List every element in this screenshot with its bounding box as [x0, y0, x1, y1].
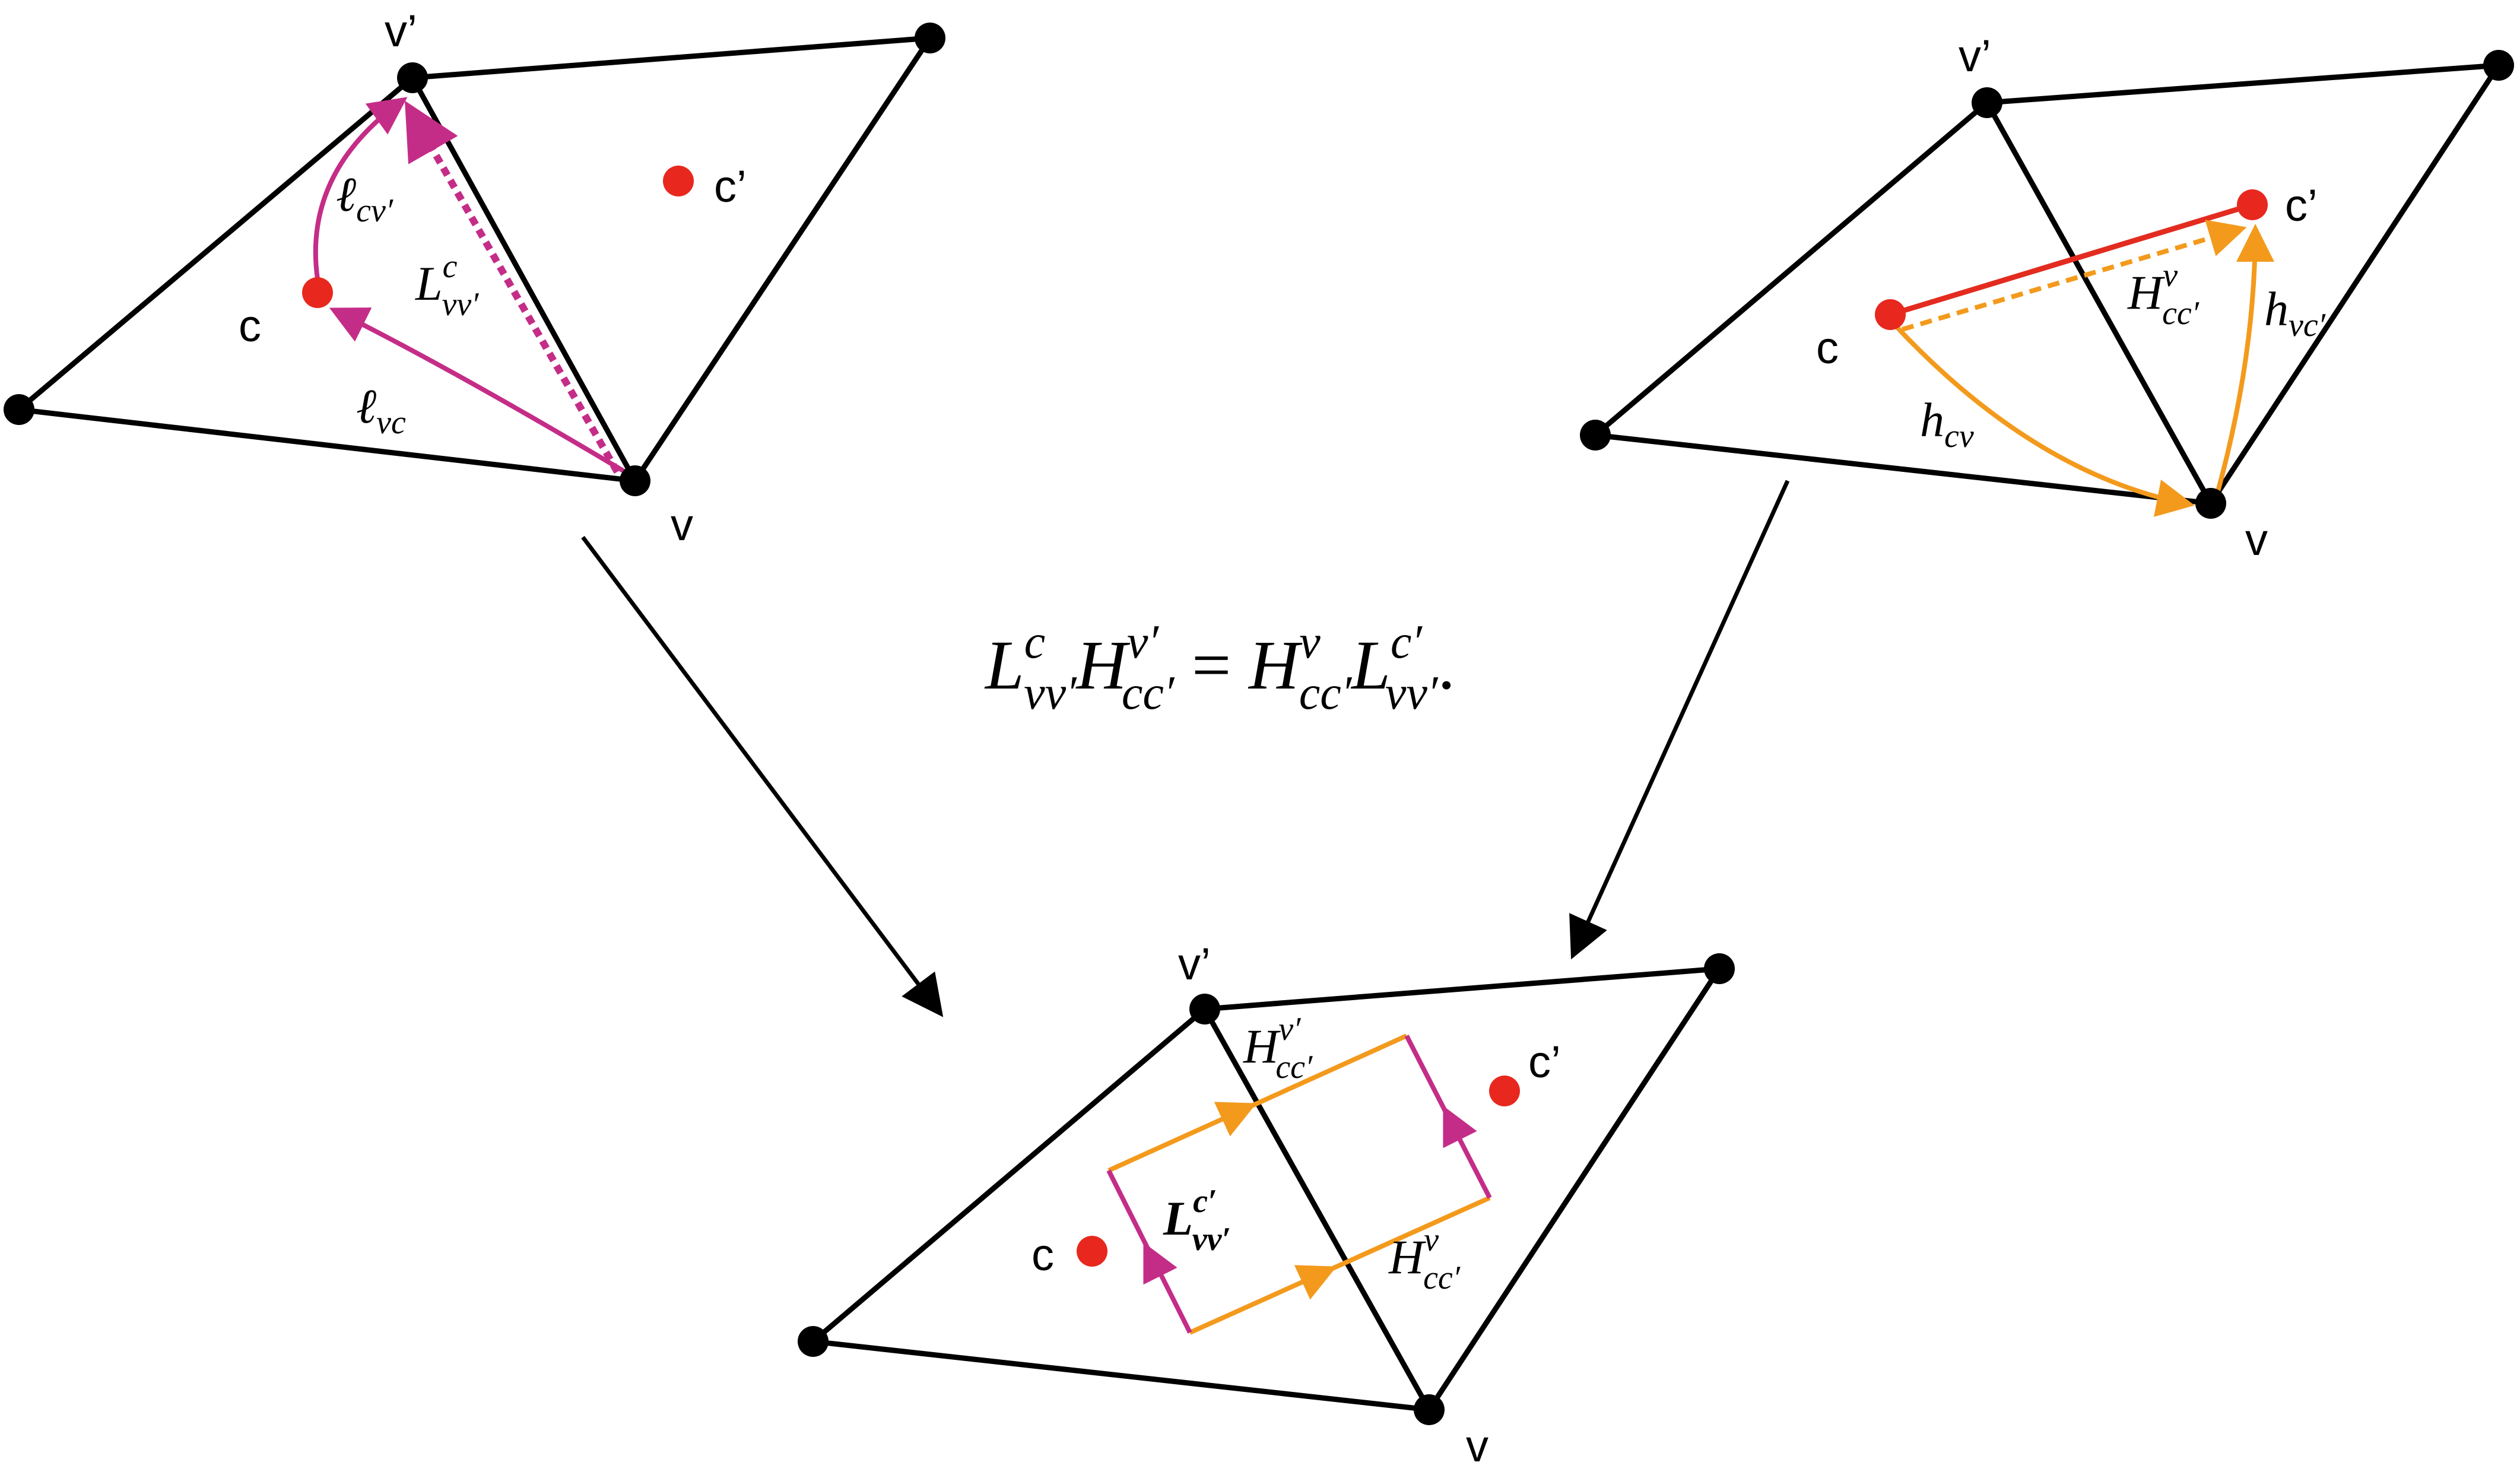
right-diagonal-edge [1985, 101, 2213, 505]
bottom-vertex-3 [1704, 953, 1735, 984]
right-label-vprime: v’ [1959, 31, 1991, 81]
bottom-bottom-arrowhead [1294, 1265, 1337, 1300]
arrow-left-to-bottom [581, 535, 944, 1017]
bottom-label-c: c [1032, 1230, 1054, 1280]
bottom-right-arrowhead [1443, 1105, 1477, 1149]
bottom-center-c [1077, 1236, 1107, 1267]
left-vertex-v [620, 465, 650, 496]
left-quad-outline [12, 34, 935, 484]
left-center-cprime [663, 166, 694, 196]
bottom-label-v: v [1466, 1421, 1488, 1471]
bottom-math-H-top: Hv′cc′ [1243, 1011, 1313, 1086]
right-vertex-v [2195, 488, 2226, 519]
bottom-vertex-1 [798, 1326, 829, 1357]
bottom-top-arrowhead [1214, 1102, 1257, 1137]
right-vertex-3 [2483, 50, 2514, 81]
left-vertex-3 [915, 23, 945, 53]
bottom-vertex-vprime [1189, 994, 1220, 1024]
left-ell-vc-arrow [329, 307, 637, 480]
bottom-label-cprime: c’ [1528, 1037, 1561, 1087]
right-math-h-cv: hcv [1920, 393, 1974, 455]
left-vertex-vprime [397, 62, 428, 93]
left-label-c: c [239, 301, 261, 351]
left-ell-cvp-arrow [313, 97, 408, 280]
right-math-h-vcp: hvc′ [2264, 282, 2326, 344]
right-center-cprime [2237, 189, 2268, 220]
right-h-cv-arrow [1894, 325, 2195, 517]
bottom-label-vprime: v’ [1178, 939, 1211, 989]
right-label-v: v [2245, 515, 2268, 565]
bottom-bottom-orange-edge [1189, 1195, 1491, 1335]
bottom-center-cprime [1489, 1076, 1520, 1106]
right-vertex-1 [1580, 420, 1611, 451]
bottom-left-arrowhead [1143, 1242, 1178, 1285]
left-math-ell-vc: ℓvc [356, 379, 406, 441]
left-label-cprime: c’ [714, 161, 747, 212]
right-H-dashed-arrow [1901, 220, 2247, 332]
right-vertex-vprime [1972, 87, 2002, 118]
right-quad-outline [1589, 62, 2504, 506]
right-red-line [1889, 202, 2254, 318]
left-label-vprime: v’ [385, 6, 417, 56]
bottom-top-orange-edge [1107, 1033, 1408, 1173]
right-center-c [1875, 299, 1906, 330]
right-h-vcp-arrow [2214, 224, 2274, 497]
arrow-right-to-bottom [1569, 480, 1790, 960]
right-label-cprime: c’ [2285, 180, 2318, 231]
bottom-diagonal-edge [1202, 1007, 1432, 1411]
bottom-math-L: Lc′vv′ [1163, 1183, 1231, 1258]
left-vertex-1 [4, 394, 34, 425]
right-label-c: c [1816, 323, 1839, 373]
bottom-vertex-v [1414, 1394, 1445, 1425]
left-center-c [302, 277, 333, 308]
left-label-v: v [671, 500, 693, 550]
left-math-ell-cvp: ℓcv′ [336, 167, 393, 229]
